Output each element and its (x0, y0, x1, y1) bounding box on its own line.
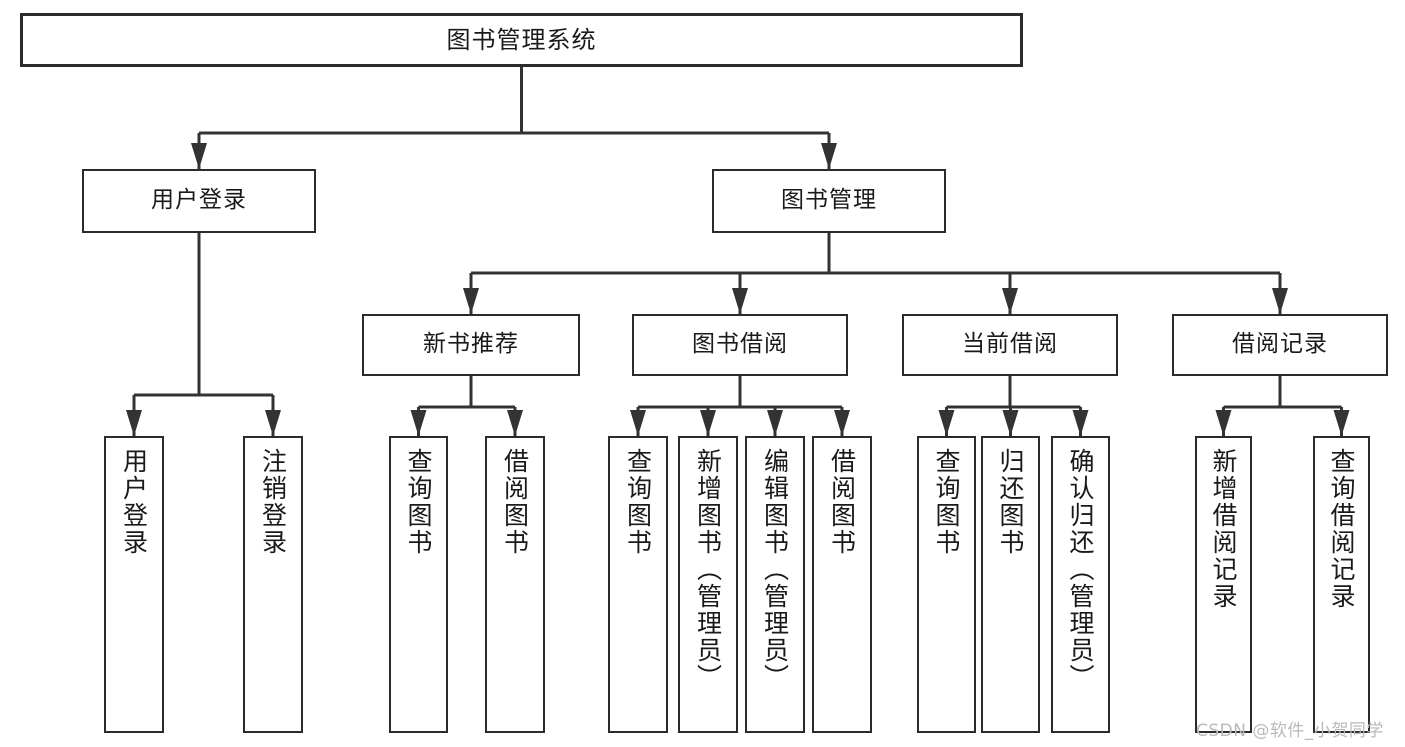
node-label: 用户登录 (151, 187, 247, 214)
node-leaf-logout[interactable]: 注销登录 (243, 436, 303, 733)
node-label: 图书管理系统 (446, 25, 597, 54)
node-label: 借阅图书 (500, 448, 530, 556)
node-label: 注销登录 (258, 448, 288, 556)
node-leaf-add-borrow-record[interactable]: 新增借阅记录 (1195, 436, 1252, 733)
node-label: 查询图书 (404, 448, 433, 556)
node-label: 借阅记录 (1232, 331, 1328, 358)
node-label: 新增借阅记录 (1209, 448, 1238, 610)
node-new-book-recommend[interactable]: 新书推荐 (362, 314, 580, 376)
node-label: 确认归还（管理员） (1066, 448, 1095, 691)
node-leaf-query-book-current[interactable]: 查询图书 (917, 436, 976, 733)
node-label: 借阅图书 (827, 448, 857, 556)
node-borrow-record[interactable]: 借阅记录 (1172, 314, 1388, 376)
node-current-borrow[interactable]: 当前借阅 (902, 314, 1118, 376)
node-leaf-borrow-book-recommend[interactable]: 借阅图书 (485, 436, 545, 733)
node-leaf-query-borrow-record[interactable]: 查询借阅记录 (1313, 436, 1370, 733)
node-book-manage-group[interactable]: 图书管理 (712, 169, 946, 233)
node-leaf-query-book-recommend[interactable]: 查询图书 (389, 436, 448, 733)
node-leaf-return-book[interactable]: 归还图书 (981, 436, 1040, 733)
node-leaf-add-book[interactable]: 新增图书（管理员） (678, 436, 738, 733)
node-book-borrow[interactable]: 图书借阅 (632, 314, 848, 376)
node-label: 查询图书 (623, 448, 653, 556)
node-root[interactable]: 图书管理系统 (20, 13, 1023, 67)
watermark: CSDN @软件_小贺同学 (1196, 721, 1384, 741)
node-user-login-group[interactable]: 用户登录 (82, 169, 316, 233)
node-label: 归还图书 (996, 448, 1025, 556)
node-leaf-edit-book[interactable]: 编辑图书（管理员） (745, 436, 805, 733)
node-leaf-borrow-book[interactable]: 借阅图书 (812, 436, 872, 733)
node-label: 当前借阅 (962, 331, 1058, 358)
node-label: 用户登录 (119, 448, 149, 556)
node-label: 查询借阅记录 (1327, 448, 1356, 610)
node-label: 新增图书（管理员） (693, 448, 723, 691)
node-leaf-confirm-return[interactable]: 确认归还（管理员） (1051, 436, 1110, 733)
node-label: 图书借阅 (692, 331, 788, 358)
node-leaf-user-login[interactable]: 用户登录 (104, 436, 164, 733)
node-label: 新书推荐 (423, 331, 519, 358)
node-label: 图书管理 (781, 187, 877, 214)
node-label: 编辑图书（管理员） (760, 448, 790, 691)
node-label: 查询图书 (932, 448, 961, 556)
node-leaf-query-book-borrow[interactable]: 查询图书 (608, 436, 668, 733)
